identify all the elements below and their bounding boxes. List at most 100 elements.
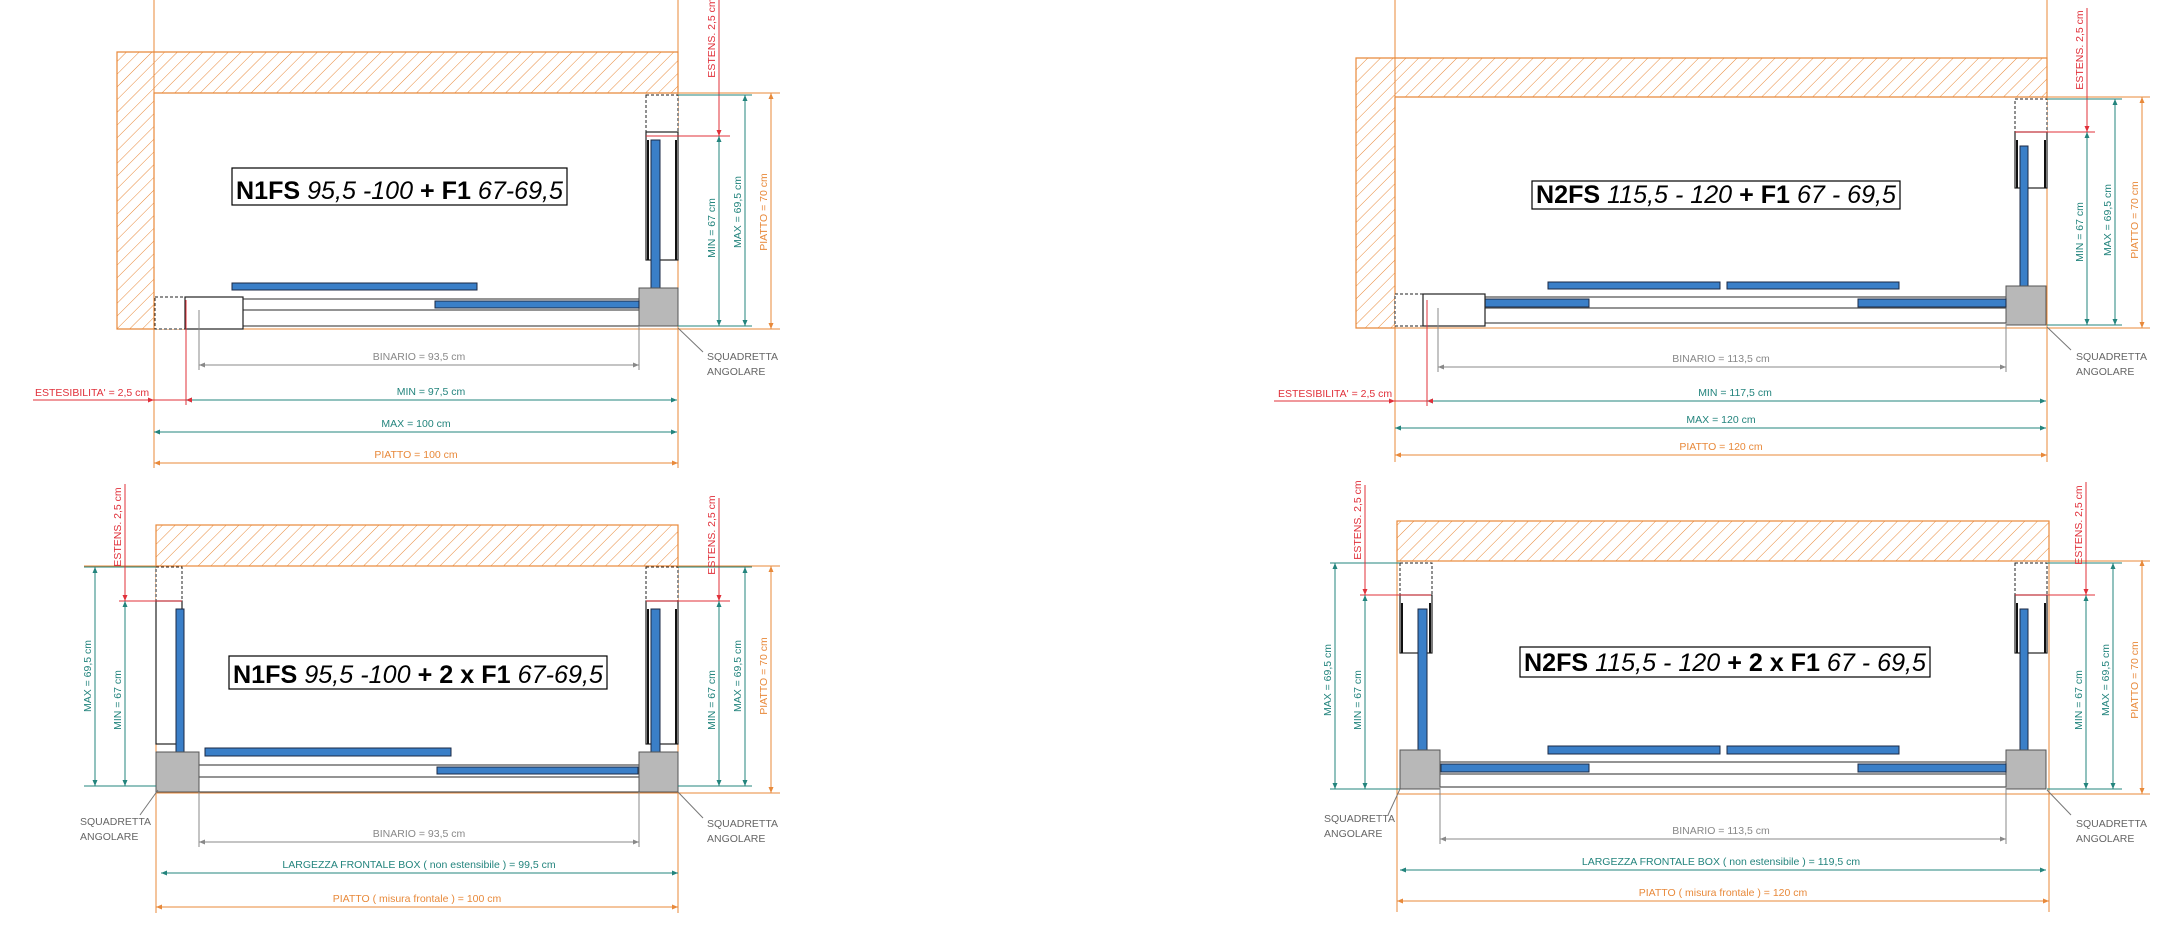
leader-line bbox=[1387, 788, 1401, 816]
squadretta-label: ANGOLARE bbox=[1324, 828, 1382, 840]
sliding-door-glass bbox=[231, 282, 478, 291]
max-depth-label: MAX = 69,5 cm bbox=[732, 640, 744, 712]
arrowhead-icon bbox=[672, 460, 678, 466]
wall-profile-extension bbox=[155, 566, 183, 602]
arrowhead-icon bbox=[671, 397, 677, 403]
model-code: N1FS bbox=[233, 661, 297, 689]
model-code: + F1 bbox=[1739, 181, 1790, 209]
arrowhead-icon bbox=[633, 362, 639, 368]
min-depth-label: MIN = 67 cm bbox=[112, 670, 124, 730]
max-depth-label: MAX = 69,5 cm bbox=[1322, 644, 1334, 716]
sliding-door-glass bbox=[1547, 281, 1721, 290]
min-depth-label: MIN = 67 cm bbox=[2074, 202, 2086, 262]
corner-bracket bbox=[2005, 749, 2047, 790]
fixed-side-glass bbox=[650, 139, 661, 307]
front-width-label: LARGEZZA FRONTALE BOX ( non estensibile … bbox=[282, 859, 555, 871]
squadretta-label: SQUADRETTA bbox=[2076, 818, 2147, 830]
arrowhead-icon bbox=[122, 595, 128, 601]
model-code: N2FS bbox=[1536, 181, 1600, 209]
leader-line bbox=[677, 791, 704, 819]
arrowhead-icon bbox=[1438, 364, 1444, 370]
model-code: N1FS bbox=[236, 177, 300, 205]
arrowhead-icon bbox=[1400, 867, 1406, 873]
max-width-label: MAX = 100 cm bbox=[381, 418, 450, 430]
corner-bracket bbox=[2005, 285, 2047, 326]
model-size-range: 67-69,5 bbox=[471, 177, 563, 205]
arrowhead-icon bbox=[2000, 836, 2006, 842]
wall-profile-extension bbox=[154, 296, 186, 330]
max-depth-label: MAX = 69,5 cm bbox=[82, 640, 94, 712]
model-title-box bbox=[1531, 180, 1901, 210]
model-code: + F1 bbox=[420, 177, 471, 205]
min-depth-label: MIN = 67 cm bbox=[2073, 670, 2085, 730]
model-size-range: 115,5 - 120 bbox=[1600, 181, 1739, 209]
binario-label: BINARIO = 113,5 cm bbox=[1672, 825, 1770, 837]
arrowhead-icon bbox=[161, 870, 167, 876]
fixed-side-glass bbox=[2019, 145, 2029, 310]
sliding-door-glass bbox=[1547, 745, 1721, 755]
corner-bracket bbox=[638, 751, 679, 793]
arrowhead-icon bbox=[742, 780, 748, 786]
arrowhead-icon bbox=[154, 460, 160, 466]
arrowhead-icon bbox=[156, 904, 162, 910]
tray-width-label: PIATTO = 100 cm bbox=[374, 449, 458, 461]
arrowhead-icon bbox=[2139, 322, 2145, 328]
arrowhead-icon bbox=[1395, 425, 1401, 431]
min-depth-label: MIN = 67 cm bbox=[706, 198, 718, 258]
panel-n1fs-f1: N1FS 95,5 -100 + F1 67-69,5 ESTENS. 2,5 c… bbox=[33, 0, 780, 468]
arrowhead-icon bbox=[2000, 364, 2006, 370]
front-width-label: LARGEZZA FRONTALE BOX ( non estensibile … bbox=[1582, 856, 1861, 868]
arrowhead-icon bbox=[2043, 898, 2049, 904]
binario-label: BINARIO = 93,5 cm bbox=[373, 351, 466, 363]
arrowhead-icon bbox=[148, 397, 154, 403]
estens-label: ESTENS. 2,5 cm bbox=[706, 0, 718, 78]
wall-profile bbox=[184, 296, 244, 330]
fixed-door-glass bbox=[1857, 763, 2007, 773]
wall-hatch bbox=[1396, 520, 2050, 562]
arrowhead-icon bbox=[1440, 836, 1446, 842]
tray-depth-label: PIATTO = 70 cm bbox=[758, 637, 770, 715]
leader-line bbox=[139, 789, 159, 816]
estens-label: ESTENS. 2,5 cm bbox=[1352, 480, 1364, 560]
model-title: N1FS 95,5 -100 + F1 67-69,5 bbox=[236, 177, 563, 205]
arrowhead-icon bbox=[716, 130, 722, 136]
arrowhead-icon bbox=[2139, 97, 2145, 103]
max-width-label: MAX = 120 cm bbox=[1686, 414, 1755, 426]
model-title-box bbox=[228, 655, 608, 690]
min-depth-label: MIN = 67 cm bbox=[706, 670, 718, 730]
fixed-side-glass bbox=[175, 608, 185, 774]
arrowhead-icon bbox=[2083, 589, 2089, 595]
leader-line bbox=[677, 327, 704, 353]
model-size-range: 115,5 - 120 bbox=[1588, 649, 1727, 677]
fixed-door-glass bbox=[434, 300, 640, 309]
arrowhead-icon bbox=[2112, 99, 2118, 105]
arrowhead-icon bbox=[768, 566, 774, 572]
wall-profile-extension bbox=[2014, 98, 2048, 133]
estesibilita-label: ESTESIBILITA' = 2,5 cm bbox=[35, 387, 149, 399]
model-code: + 2 x F1 bbox=[1727, 649, 1820, 677]
arrowhead-icon bbox=[1332, 783, 1338, 789]
arrowhead-icon bbox=[122, 601, 128, 607]
arrowhead-icon bbox=[633, 839, 639, 845]
model-size-range: 67 - 69,5 bbox=[1820, 649, 1926, 677]
squadretta-label: SQUADRETTA bbox=[1324, 813, 1395, 825]
fixed-side-glass bbox=[650, 608, 661, 774]
max-depth-label: MAX = 69,5 cm bbox=[2102, 184, 2114, 256]
model-size-range: 67-69,5 bbox=[511, 661, 603, 689]
sliding-door-glass bbox=[1726, 745, 1900, 755]
arrowhead-icon bbox=[122, 780, 128, 786]
arrowhead-icon bbox=[199, 362, 205, 368]
arrowhead-icon bbox=[672, 904, 678, 910]
arrowhead-icon bbox=[2139, 788, 2145, 794]
tray-depth-label: PIATTO = 70 cm bbox=[2129, 641, 2141, 719]
arrowhead-icon bbox=[1395, 452, 1401, 458]
min-width-label: MIN = 117,5 cm bbox=[1698, 387, 1772, 399]
leader-line bbox=[2046, 789, 2072, 816]
corner-bracket bbox=[1399, 749, 1441, 790]
squadretta-label: SQUADRETTA bbox=[80, 816, 151, 828]
arrowhead-icon bbox=[1427, 398, 1433, 404]
arrowhead-icon bbox=[742, 95, 748, 101]
max-depth-label: MAX = 69,5 cm bbox=[2100, 644, 2112, 716]
squadretta-label: ANGOLARE bbox=[707, 833, 765, 845]
